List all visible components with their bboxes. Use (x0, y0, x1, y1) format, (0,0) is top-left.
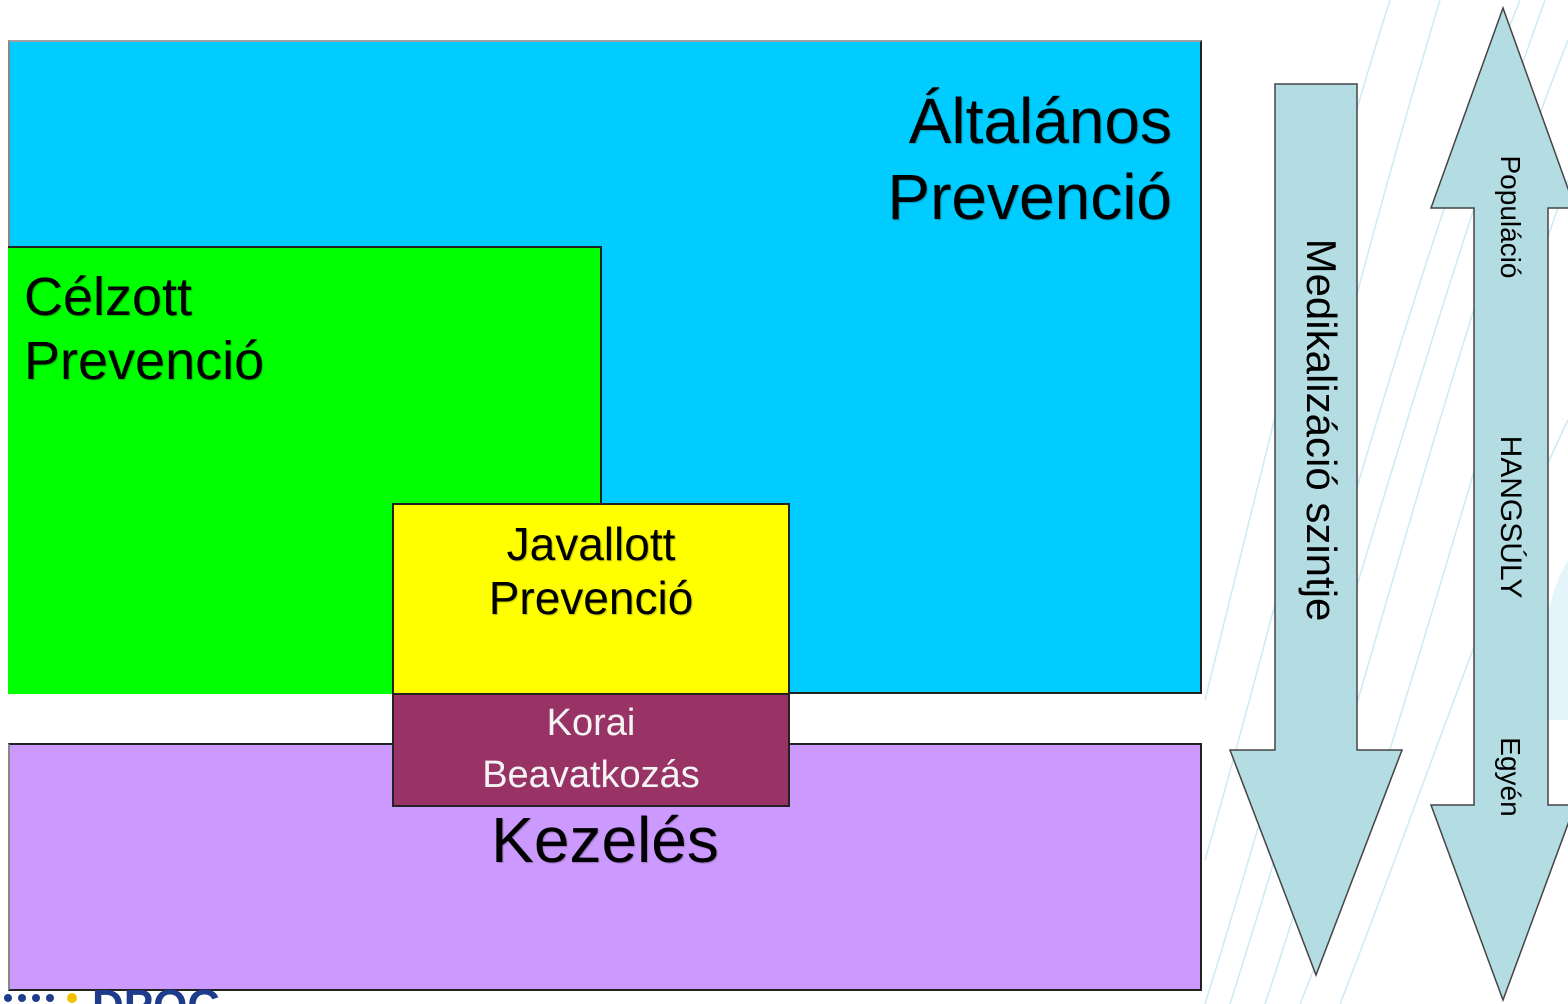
general-prevention-line1: Általános (908, 85, 1172, 157)
early-intervention-line1: Korai (546, 702, 636, 744)
early-intervention-label: Korai Beavatkozás (394, 697, 788, 802)
early-intervention-line2: Beavatkozás (482, 754, 700, 797)
targeted-prevention-label: Célzott Prevenció (24, 266, 524, 393)
logo-text: DPOG (92, 984, 222, 1004)
indicated-prevention-line2: Prevenció (488, 572, 694, 625)
individual-label: Egyén (1495, 737, 1526, 817)
indicated-prevention-box: Javallott Prevenció (392, 503, 790, 695)
targeted-prevention-line2: Prevenció (24, 330, 265, 391)
indicated-prevention-label: Javallott Prevenció (394, 517, 788, 626)
general-prevention-label: Általános Prevenció (672, 84, 1172, 235)
medicalization-level-label: Medikalizáció szintje (1298, 238, 1345, 622)
treatment-label: Kezelés (491, 804, 719, 876)
general-prevention-line2: Prevenció (887, 160, 1172, 233)
population-label: Populáció (1495, 155, 1526, 279)
logo-mark-icon: DPOG (4, 984, 222, 1004)
logo: DPOG (0, 984, 300, 1004)
targeted-prevention-line1: Célzott (24, 267, 193, 327)
early-intervention-box: Korai Beavatkozás (392, 693, 790, 807)
indicated-prevention-line1: Javallott (506, 518, 676, 570)
emphasis-label: HANGSÚLY (1494, 435, 1527, 599)
